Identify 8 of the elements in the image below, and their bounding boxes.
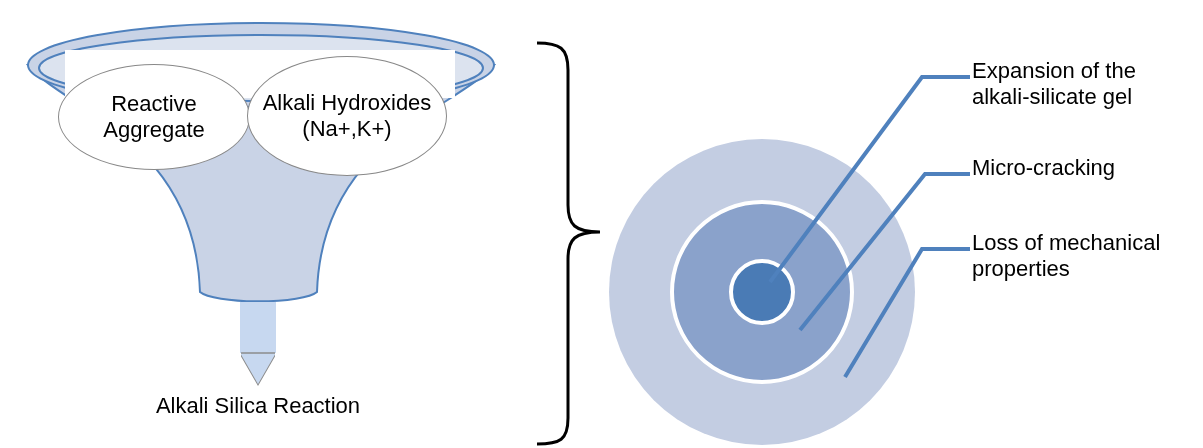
leader-line bbox=[798, 172, 970, 332]
leader-line bbox=[843, 247, 970, 379]
leader-line bbox=[768, 75, 970, 284]
result-text: Alkali Silica Reaction bbox=[120, 393, 396, 423]
effect-label: Loss of mechanical properties bbox=[972, 230, 1202, 290]
funnel-drawing bbox=[25, 20, 497, 305]
effect-label: Micro-cracking bbox=[972, 155, 1202, 185]
effect-label: Expansion of the alkali-silicate gel bbox=[972, 58, 1172, 118]
